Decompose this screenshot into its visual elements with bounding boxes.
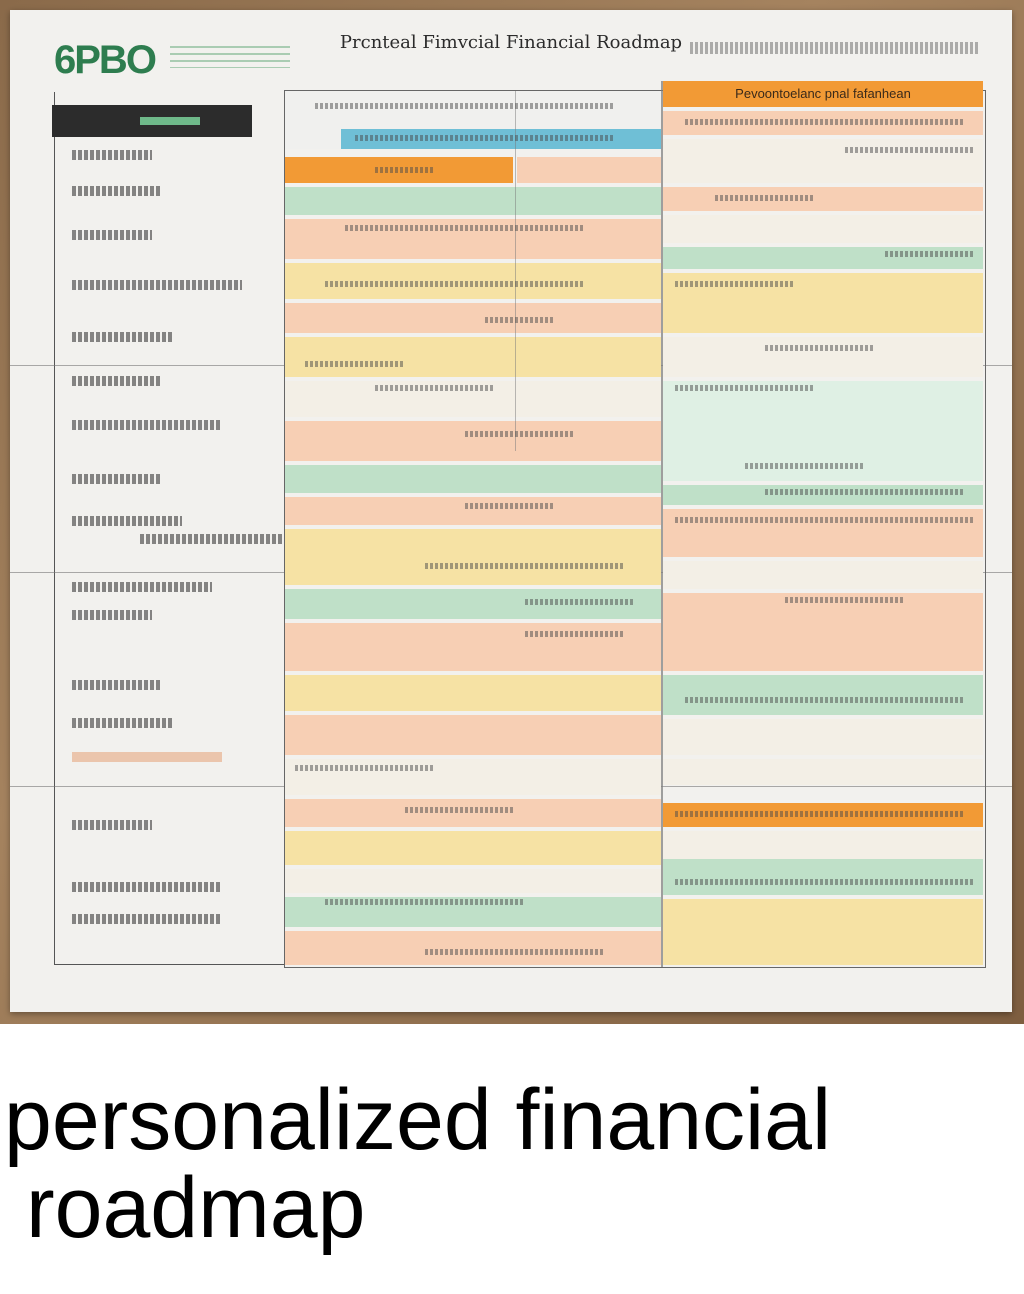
grid-cell: [285, 831, 661, 865]
grid-cell: [663, 561, 983, 589]
right-header-label: Pevoontoelanc pnal fafanhean: [735, 86, 911, 101]
cell-text-scribble: [325, 899, 525, 905]
left-item: [72, 882, 222, 892]
image-caption: personalized financial roadmap: [4, 1076, 1014, 1252]
cell-text-scribble: [375, 167, 435, 173]
left-item: [72, 280, 242, 290]
cell-text-scribble: [745, 463, 865, 469]
left-item: [72, 752, 222, 762]
grid-cell: [663, 485, 983, 505]
left-item: [72, 914, 222, 924]
grid-cell: [663, 215, 983, 243]
grid-cell: [285, 303, 661, 333]
grid-cell: [285, 931, 661, 965]
cell-text-scribble: [485, 317, 555, 323]
grid-cell: [663, 187, 983, 211]
grid-cell: [285, 465, 661, 493]
grid-cell: [663, 675, 983, 715]
caption-line-2: roadmap: [26, 1160, 366, 1256]
cell-text-scribble: [405, 807, 515, 813]
cell-text-scribble: [765, 489, 965, 495]
right-header-cell: Pevoontoelanc pnal fafanhean: [663, 81, 983, 107]
cell-text-scribble: [675, 281, 795, 287]
grid-cell: [517, 157, 661, 183]
cell-text-scribble: [425, 563, 625, 569]
cell-text-scribble: [375, 385, 495, 391]
cell-text-scribble: [765, 345, 875, 351]
cell-text-scribble: [295, 765, 435, 771]
grid-cell: [663, 337, 983, 377]
cell-text-scribble: [785, 597, 905, 603]
grid-cell: [663, 899, 983, 965]
cell-text-scribble: [325, 281, 585, 287]
left-item: [72, 186, 162, 196]
column-divider: [661, 81, 663, 967]
cell-text-scribble: [305, 361, 405, 367]
grid-cell: [285, 187, 661, 215]
logo: 6PBO: [54, 38, 157, 82]
left-item: [72, 150, 152, 160]
cell-text-scribble: [715, 195, 815, 201]
logo-tagline-scribble: [170, 46, 290, 68]
grid-cell: [663, 759, 983, 785]
cell-text-scribble: [675, 517, 975, 523]
roadmap-board: 6PBO Prcnteal Fimvcial Financial Roadmap: [10, 10, 1012, 1012]
cell-text-scribble: [675, 385, 815, 391]
cell-text-scribble: [465, 431, 575, 437]
cell-text-scribble: [525, 599, 635, 605]
cell-text-scribble: [885, 251, 975, 257]
roadmap-grid: Pevoontoelanc pnal fafanhean: [284, 81, 986, 968]
left-item: [72, 820, 152, 830]
grid-cell: [285, 675, 661, 711]
left-item: [140, 534, 340, 544]
left-item: [72, 718, 172, 728]
grid-cell: [285, 337, 661, 377]
left-column: [54, 92, 285, 965]
cell-text-scribble: [685, 697, 965, 703]
left-item: [72, 474, 162, 484]
cell-text-scribble: [685, 119, 965, 125]
poster-photo: 6PBO Prcnteal Fimvcial Financial Roadmap: [0, 0, 1024, 1024]
left-header-bar: [52, 105, 252, 137]
cell-text-scribble: [845, 147, 975, 153]
caption-line-1: personalized financial: [4, 1072, 832, 1168]
left-item: [72, 516, 182, 526]
grid-cell: [285, 421, 661, 461]
cell-text-scribble: [675, 811, 965, 817]
left-item: [72, 680, 162, 690]
grid-cell: [285, 869, 661, 893]
grid-cell: [663, 859, 983, 895]
poster-title: Prcnteal Fimvcial Financial Roadmap: [339, 32, 683, 53]
grid-cell: [285, 529, 661, 585]
cell-text-scribble: [315, 103, 615, 109]
left-item: [72, 582, 212, 592]
left-item: [72, 332, 172, 342]
left-item: [72, 420, 222, 430]
column-divider: [515, 91, 516, 451]
grid-cell: [663, 139, 983, 183]
grid-cell: [285, 497, 661, 525]
left-item: [72, 376, 162, 386]
cell-text-scribble: [675, 879, 975, 885]
cell-text-scribble: [465, 503, 555, 509]
cell-text-scribble: [355, 135, 615, 141]
grid-cell: [663, 593, 983, 671]
grid-cell: [663, 719, 983, 755]
cell-text-scribble: [345, 225, 585, 231]
left-item: [72, 230, 152, 240]
header-scribble: [690, 42, 980, 54]
grid-cell: [285, 715, 661, 755]
cell-text-scribble: [425, 949, 605, 955]
left-item: [72, 610, 152, 620]
grid-cell: [285, 799, 661, 827]
cell-text-scribble: [525, 631, 625, 637]
